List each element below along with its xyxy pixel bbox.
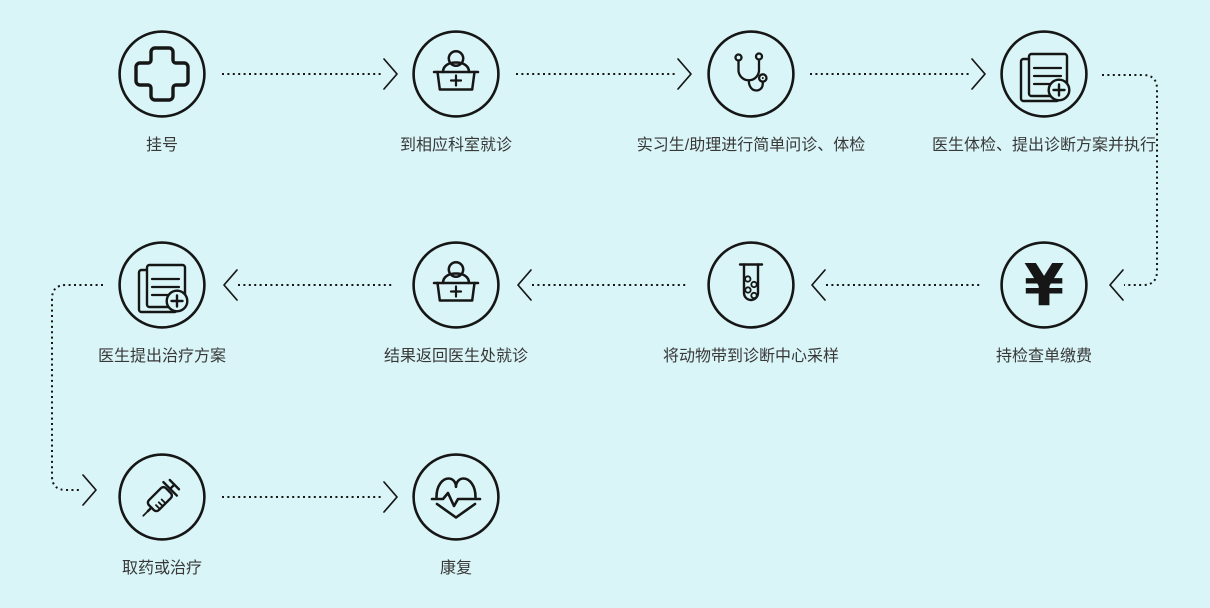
step-label-pay-fee: 持检查单缴费 [995, 348, 1092, 365]
step-node-register: 挂号 [2, 30, 322, 156]
step-label-recovery: 康复 [439, 560, 472, 577]
step-label-intern-exam: 实习生/助理进行简单问诊、体检 [636, 137, 866, 154]
step-label-results-return: 结果返回医生处就诊 [383, 348, 528, 365]
heart-pulse-icon [412, 453, 500, 541]
step-label-treatment-plan: 医生提出治疗方案 [97, 348, 226, 365]
yuan-sign-icon: ¥ [1000, 241, 1088, 329]
step-node-intern-exam: 实习生/助理进行简单问诊、体检 [591, 30, 911, 156]
documents-add-icon [118, 241, 206, 329]
reception-desk-icon [412, 241, 500, 329]
step-node-department: 到相应科室就诊 [296, 30, 616, 156]
step-node-sampling: 将动物带到诊断中心采样 [591, 241, 911, 367]
step-label-sampling: 将动物带到诊断中心采样 [662, 348, 839, 365]
step-node-treatment-plan: 医生提出治疗方案 [2, 241, 322, 367]
step-label-department: 到相应科室就诊 [399, 137, 512, 154]
step-node-get-medicine: 取药或治疗 [2, 453, 322, 579]
reception-desk-icon [412, 30, 500, 118]
step-label-get-medicine: 取药或治疗 [121, 560, 202, 577]
step-label-doctor-diagnose: 医生体检、提出诊断方案并执行 [931, 137, 1156, 154]
step-node-results-return: 结果返回医生处就诊 [296, 241, 616, 367]
step-node-recovery: 康复 [296, 453, 616, 579]
medical-cross-icon [118, 30, 206, 118]
step-node-pay-fee: ¥ 持检查单缴费 [884, 241, 1204, 367]
step-label-register: 挂号 [145, 137, 178, 154]
step-node-doctor-diagnose: 医生体检、提出诊断方案并执行 [884, 30, 1204, 156]
stethoscope-icon [707, 30, 795, 118]
test-tube-icon [707, 241, 795, 329]
syringe-icon [118, 453, 206, 541]
yuan-glyph: ¥ [1024, 252, 1064, 320]
documents-add-icon [1000, 30, 1088, 118]
